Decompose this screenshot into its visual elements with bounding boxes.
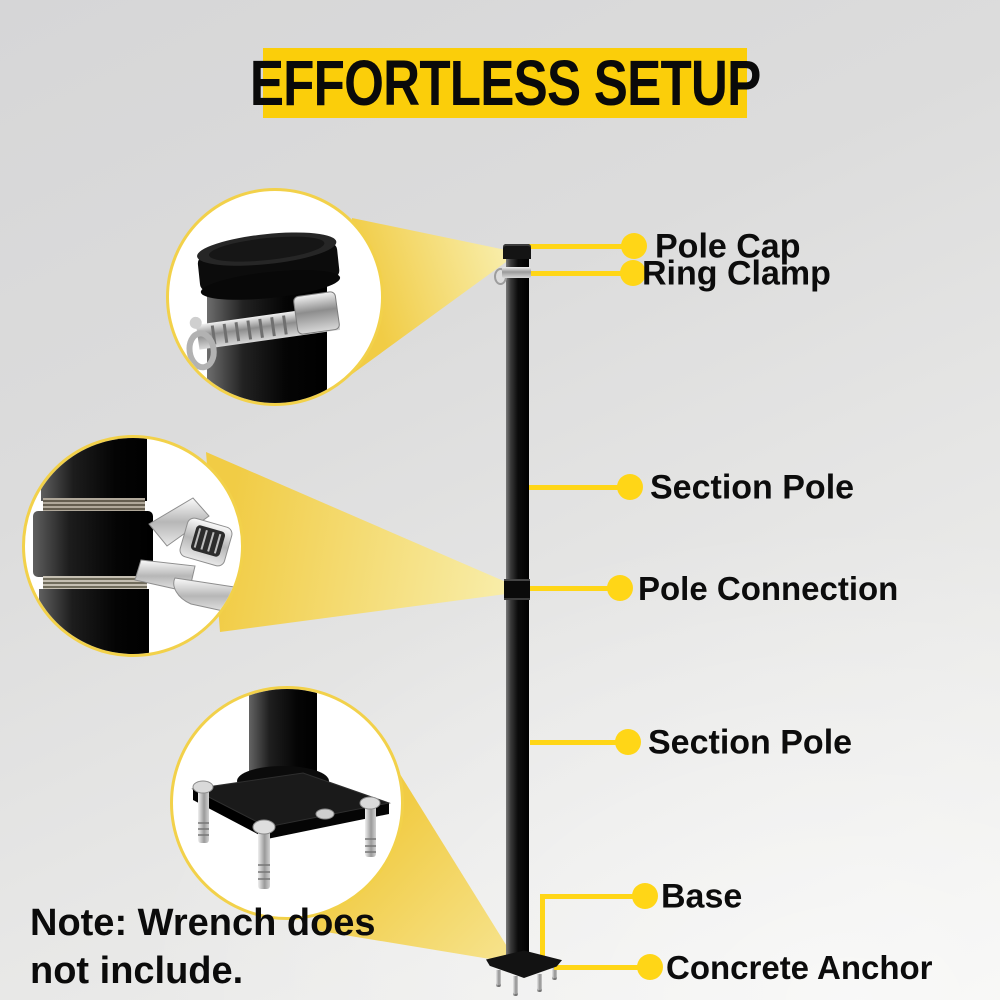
pole-cap-graphic bbox=[197, 232, 341, 300]
pole-connection-part bbox=[504, 579, 530, 600]
beam-top bbox=[344, 218, 506, 380]
base-plate-graphic bbox=[191, 772, 391, 839]
callout-line-base-vertical bbox=[540, 894, 545, 958]
callout-dot-pole-cap bbox=[621, 233, 647, 259]
label-section-pole-lower: Section Pole bbox=[648, 723, 853, 762]
page-title: EFFORTLESS SETUP bbox=[249, 47, 761, 119]
pole-connection-closeup-icon bbox=[33, 438, 241, 654]
callout-line-section-pole-lower bbox=[530, 740, 630, 745]
label-base: Base bbox=[661, 877, 743, 916]
pole-connection-inset bbox=[22, 435, 244, 657]
callout-line-pole-cap bbox=[520, 244, 636, 249]
label-concrete-anchor: Concrete Anchor bbox=[666, 949, 933, 986]
title-banner: EFFORTLESS SETUP bbox=[250, 47, 761, 119]
callout-dot-pole-connection bbox=[607, 575, 633, 601]
callout-dot-section-pole-upper bbox=[617, 474, 643, 500]
label-ring-clamp: Ring Clamp bbox=[642, 254, 831, 293]
concrete-anchor-stud bbox=[537, 974, 542, 992]
callout-line-section-pole-upper bbox=[528, 485, 632, 490]
concrete-anchor-stud bbox=[552, 966, 557, 980]
callout-line-pole-connection bbox=[528, 586, 622, 591]
callout-dot-ring-clamp bbox=[620, 260, 646, 286]
base-closeup-icon bbox=[191, 689, 391, 889]
callout-dot-concrete-anchor bbox=[637, 954, 663, 980]
label-pole-cap: Pole Cap bbox=[655, 227, 801, 266]
wrench-graphic bbox=[134, 497, 241, 615]
ring-clamp-part bbox=[502, 267, 531, 278]
ring-clamp-graphic bbox=[186, 291, 341, 371]
pole-cap-closeup-icon bbox=[186, 232, 341, 403]
callout-dot-section-pole-lower bbox=[615, 729, 641, 755]
coupler-graphic bbox=[33, 511, 153, 577]
callout-dot-base bbox=[632, 883, 658, 909]
anchor-bolts-graphic bbox=[192, 780, 381, 889]
label-section-pole-upper: Section Pole bbox=[650, 468, 855, 507]
callout-line-ring-clamp bbox=[526, 271, 635, 276]
wrench-note: Note: Wrench does not include. bbox=[30, 902, 376, 992]
concrete-anchor-stud bbox=[496, 970, 501, 987]
callout-line-concrete-anchor bbox=[554, 965, 652, 970]
callout-line-base bbox=[540, 894, 647, 899]
beam-bottom bbox=[314, 758, 508, 962]
pole-cap-part bbox=[503, 244, 531, 259]
pole-body bbox=[506, 252, 529, 958]
pole-cap-inset bbox=[166, 188, 384, 406]
concrete-anchor-stud bbox=[513, 976, 518, 996]
label-pole-connection: Pole Connection bbox=[638, 570, 899, 607]
beam-middle bbox=[206, 452, 506, 632]
base-inset bbox=[170, 686, 404, 920]
